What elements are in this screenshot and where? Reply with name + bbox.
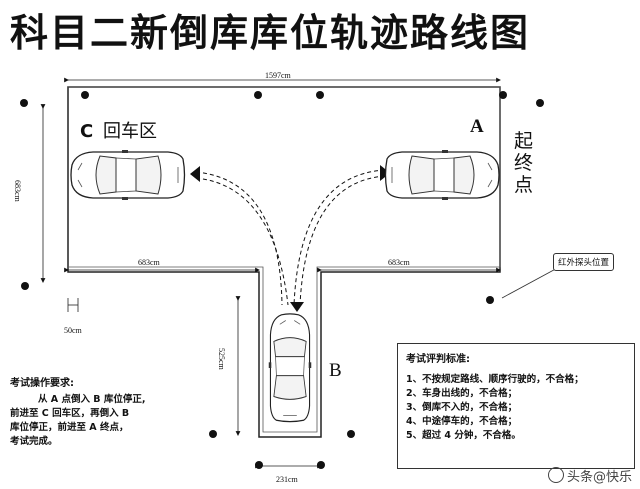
page-title: 科目二新倒库库位轨迹路线图 [10,11,531,55]
requirement-line: 库位停正，前进至 A 终点， [10,422,129,433]
criteria-item: 2、车身出线的，不合格； [406,388,518,399]
arrow-a-to-b [290,302,304,312]
start-end-label: 起终点 [514,130,534,196]
trajectory-a-to-b [293,169,386,306]
arrow-into-c [190,166,200,182]
criteria-item: 3、倒库不入的，不合格； [406,402,518,413]
requirements-box: 考试操作要求: 从 A 点倒入 B 库位停正, 前进至 C 回车区，再倒入 B … [4,370,176,458]
sensor-dots [20,91,544,469]
watermark-text: 头条@快乐 [566,470,632,485]
watermark: 头条@快乐 [547,466,632,485]
left-height-label: 683cm [13,180,22,202]
requirement-line: 考试完成。 [10,436,58,447]
requirement-line: 前进至 C 回车区，再倒入 B [10,408,130,419]
point-c: C [80,121,94,142]
car-at-c [70,149,186,201]
requirement-line: 从 A 点倒入 B 库位停正, [38,394,146,405]
requirements-title: 考试操作要求: [10,378,74,389]
criteria-box: 考试评判标准: 1、不按规定路线、顺序行驶的，不合格； 2、车身出线的，不合格；… [397,343,635,469]
top-width-label: 1597cm [265,71,291,80]
bottom-right-width-label: 683cm [388,258,410,267]
lane-width-label: 231cm [276,475,298,484]
point-b: B [329,360,342,381]
return-zone: 回车区 [102,121,157,142]
car-at-a [384,149,500,201]
offset-label: 50cm [64,326,82,335]
criteria-item: 1、不按规定路线、顺序行驶的，不合格； [406,374,584,385]
watermark-logo-icon [547,467,564,483]
bottom-left-width-label: 683cm [138,258,160,267]
trajectory-c-to-b [195,171,289,306]
criteria-title: 考试评判标准: [406,354,470,365]
car-at-b [268,313,312,423]
point-c-label: C 回车区 [80,117,157,143]
field-inner-line [68,86,501,433]
point-a: A [470,116,484,137]
criteria-item: 5、超过 4 分钟，不合格。 [406,430,521,441]
criteria-item: 4、中途停车的，不合格； [406,416,518,427]
sensor-callout: 红外探头位置 [553,253,615,271]
lane-length-label: 525cm [217,348,226,370]
